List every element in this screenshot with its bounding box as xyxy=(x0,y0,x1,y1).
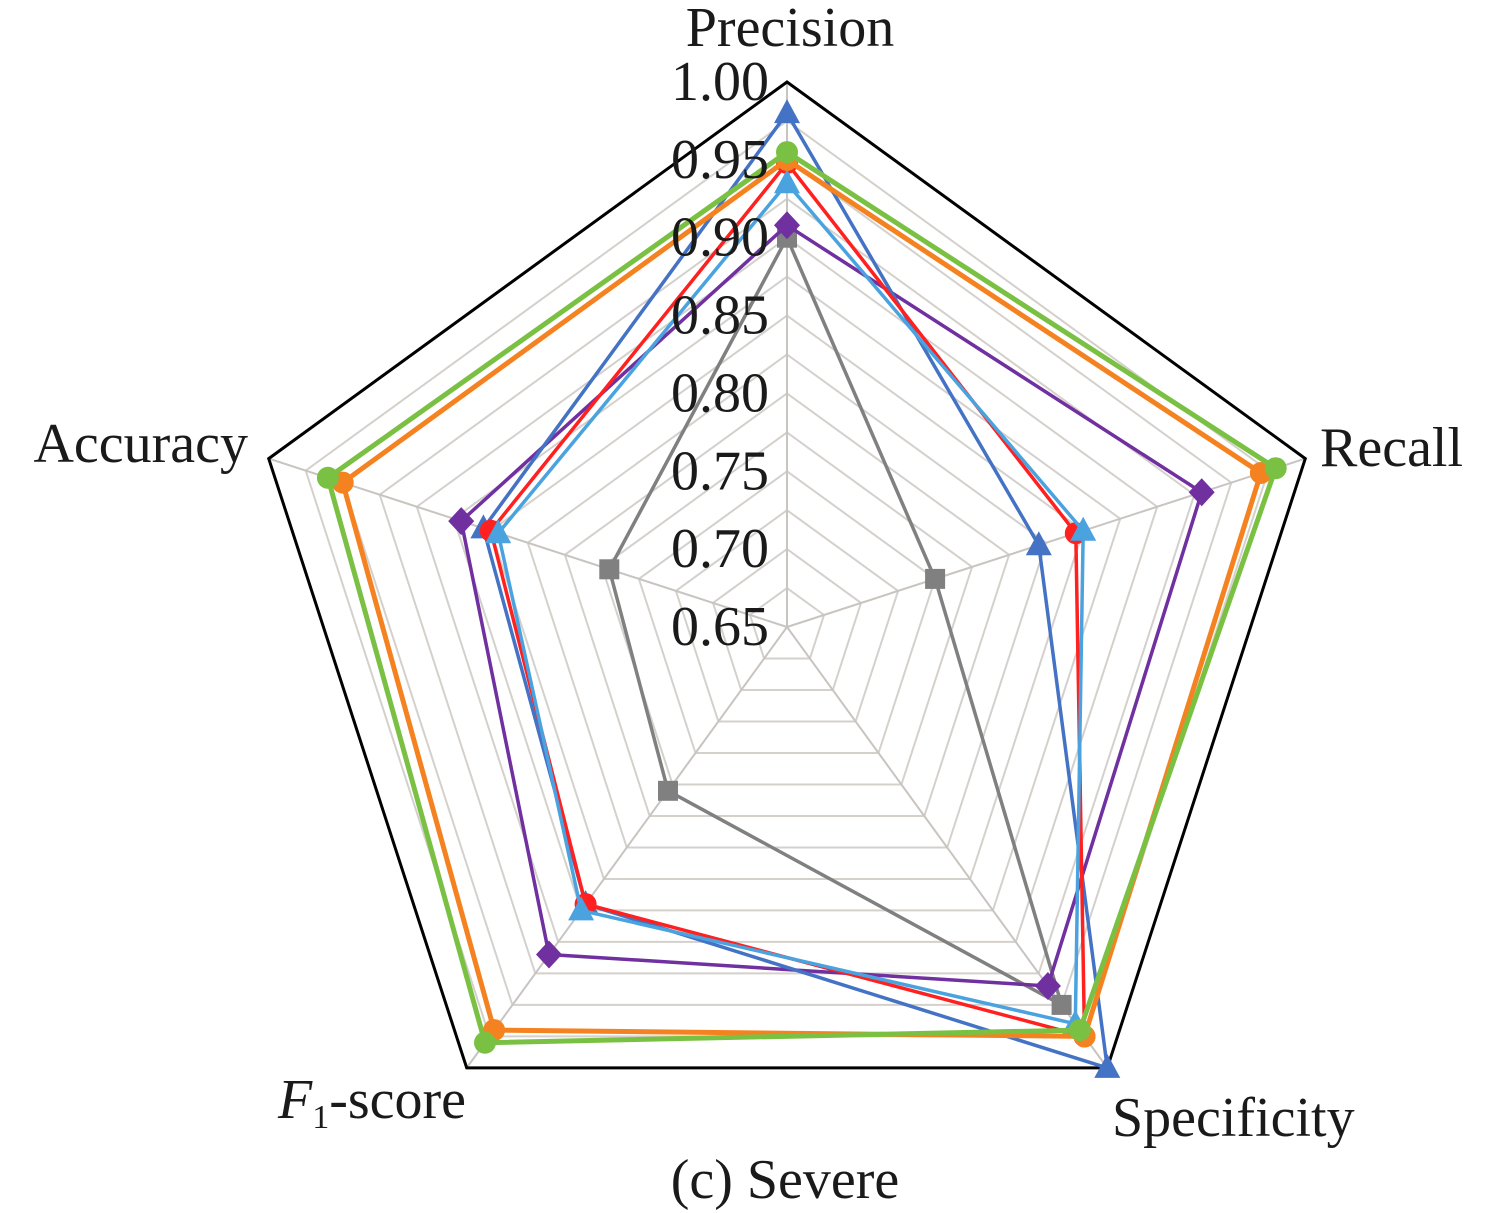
grid-ring xyxy=(748,586,826,660)
data-point xyxy=(1188,478,1215,507)
series-layer xyxy=(316,99,1287,1078)
grid-ring xyxy=(489,314,1085,880)
axis-label-recall: Recall xyxy=(1320,417,1463,479)
tick-label: 0.80 xyxy=(671,362,769,424)
tick-label: 0.95 xyxy=(671,129,769,191)
axis-label-f1-score: F1-score xyxy=(277,1069,466,1136)
tick-label: 0.75 xyxy=(671,440,769,502)
tick-label: 0.90 xyxy=(671,207,769,269)
grid-ring xyxy=(526,353,1048,849)
axis-label-specificity: Specificity xyxy=(1112,1087,1355,1149)
data-point xyxy=(774,99,800,124)
tick-label: 0.65 xyxy=(671,596,769,658)
data-point xyxy=(1034,972,1061,1000)
f1-subscript: 1 xyxy=(312,1099,329,1136)
data-point xyxy=(1094,1053,1121,1078)
grid-spoke xyxy=(268,457,788,628)
tick-label: 0.70 xyxy=(671,518,769,580)
grid-ring xyxy=(674,508,900,723)
axis-label-accuracy: Accuracy xyxy=(33,413,248,475)
data-point xyxy=(1070,516,1097,541)
tick-label: 1.00 xyxy=(671,51,769,113)
chart-caption: (c) Severe xyxy=(671,1149,900,1211)
series-6 xyxy=(316,141,1287,1054)
grid-ring xyxy=(415,236,1159,943)
f1-main: F xyxy=(277,1069,313,1131)
data-point xyxy=(599,559,620,580)
axis-label-precision: Precision xyxy=(686,0,894,59)
data-point xyxy=(1025,531,1052,556)
grid-spoke xyxy=(786,457,1306,628)
grid-spoke xyxy=(465,626,788,1069)
data-point xyxy=(774,169,800,194)
grid-spoke xyxy=(786,626,1109,1069)
series-line xyxy=(496,181,1085,1026)
series-line xyxy=(325,149,1279,1046)
grid-ring xyxy=(563,392,1011,817)
data-point xyxy=(1264,457,1287,480)
series-line xyxy=(481,111,1110,1070)
data-point xyxy=(316,466,339,489)
data-point xyxy=(568,896,595,921)
data-point xyxy=(474,1031,496,1054)
tick-labels: 0.65 0.70 0.75 0.80 0.85 0.90 0.95 1.00 xyxy=(671,51,769,658)
data-point xyxy=(448,507,475,536)
grid-ring xyxy=(600,431,974,786)
data-point xyxy=(1068,1019,1091,1042)
data-point xyxy=(1051,994,1072,1015)
data-point xyxy=(774,211,800,240)
data-point xyxy=(925,568,946,589)
data-point xyxy=(536,940,562,969)
outer-frame xyxy=(266,80,1308,1070)
grid-ring xyxy=(637,470,937,754)
data-point xyxy=(658,780,678,801)
f1-rest: -score xyxy=(329,1069,466,1131)
tick-label: 0.85 xyxy=(671,285,769,347)
grid-ring xyxy=(711,547,863,691)
data-point xyxy=(776,141,798,164)
series-line xyxy=(340,157,1264,1039)
series-line xyxy=(607,235,1064,1007)
data-point xyxy=(485,519,512,544)
